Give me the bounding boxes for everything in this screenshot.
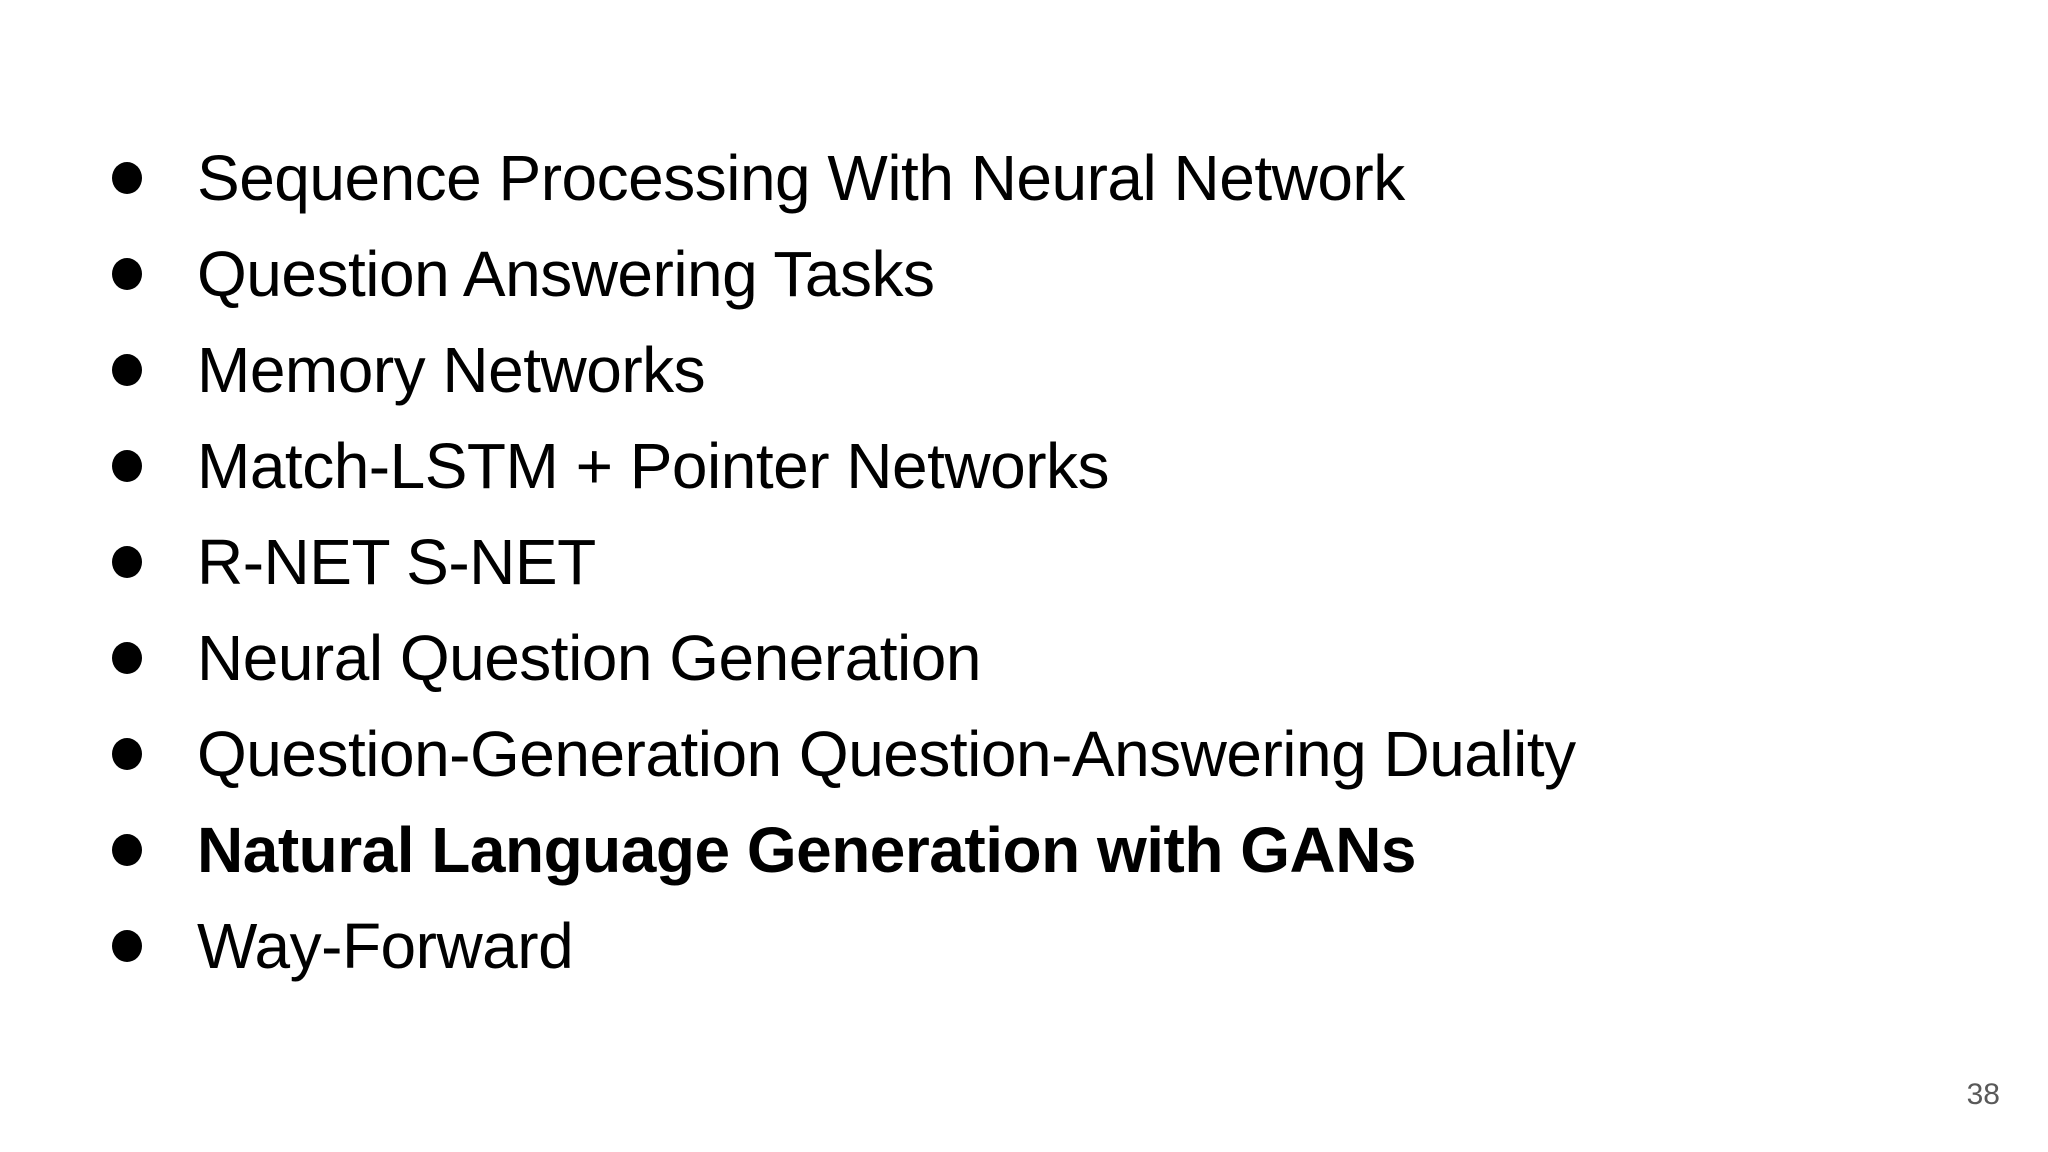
bullet-icon [112, 354, 142, 386]
list-item: Question Answering Tasks [112, 226, 1988, 322]
list-item: Way-Forward [112, 898, 1988, 994]
bullet-icon [112, 930, 142, 962]
bullet-icon [112, 642, 142, 674]
list-item: Neural Question Generation [112, 610, 1988, 706]
bullet-item-label: Sequence Processing With Neural Network [197, 142, 1405, 214]
bullet-item-label: Way-Forward [197, 910, 574, 982]
bullet-icon [112, 834, 142, 866]
bullet-item-label: Question Answering Tasks [197, 238, 935, 310]
bullet-item-label: Question-Generation Question-Answering D… [197, 718, 1576, 790]
list-item: Question-Generation Question-Answering D… [112, 706, 1988, 802]
page-number: 38 [1966, 1078, 2000, 1111]
list-item: Memory Networks [112, 322, 1988, 418]
bullet-icon [112, 450, 142, 482]
bullet-icon [112, 546, 142, 578]
list-item: Natural Language Generation with GANs [112, 802, 1988, 898]
bullet-item-label: Match-LSTM + Pointer Networks [197, 430, 1110, 502]
list-item: Match-LSTM + Pointer Networks [112, 418, 1988, 514]
bullet-icon [112, 738, 142, 770]
bullet-list: Sequence Processing With Neural Network … [112, 130, 1988, 994]
bullet-item-label: R-NET S-NET [197, 526, 596, 598]
bullet-icon [112, 162, 142, 194]
bullet-icon [112, 258, 142, 290]
bullet-item-label: Memory Networks [197, 334, 706, 406]
bullet-item-label: Neural Question Generation [197, 622, 981, 694]
list-item: Sequence Processing With Neural Network [112, 130, 1988, 226]
bullet-item-label: Natural Language Generation with GANs [197, 814, 1417, 886]
list-item: R-NET S-NET [112, 514, 1988, 610]
